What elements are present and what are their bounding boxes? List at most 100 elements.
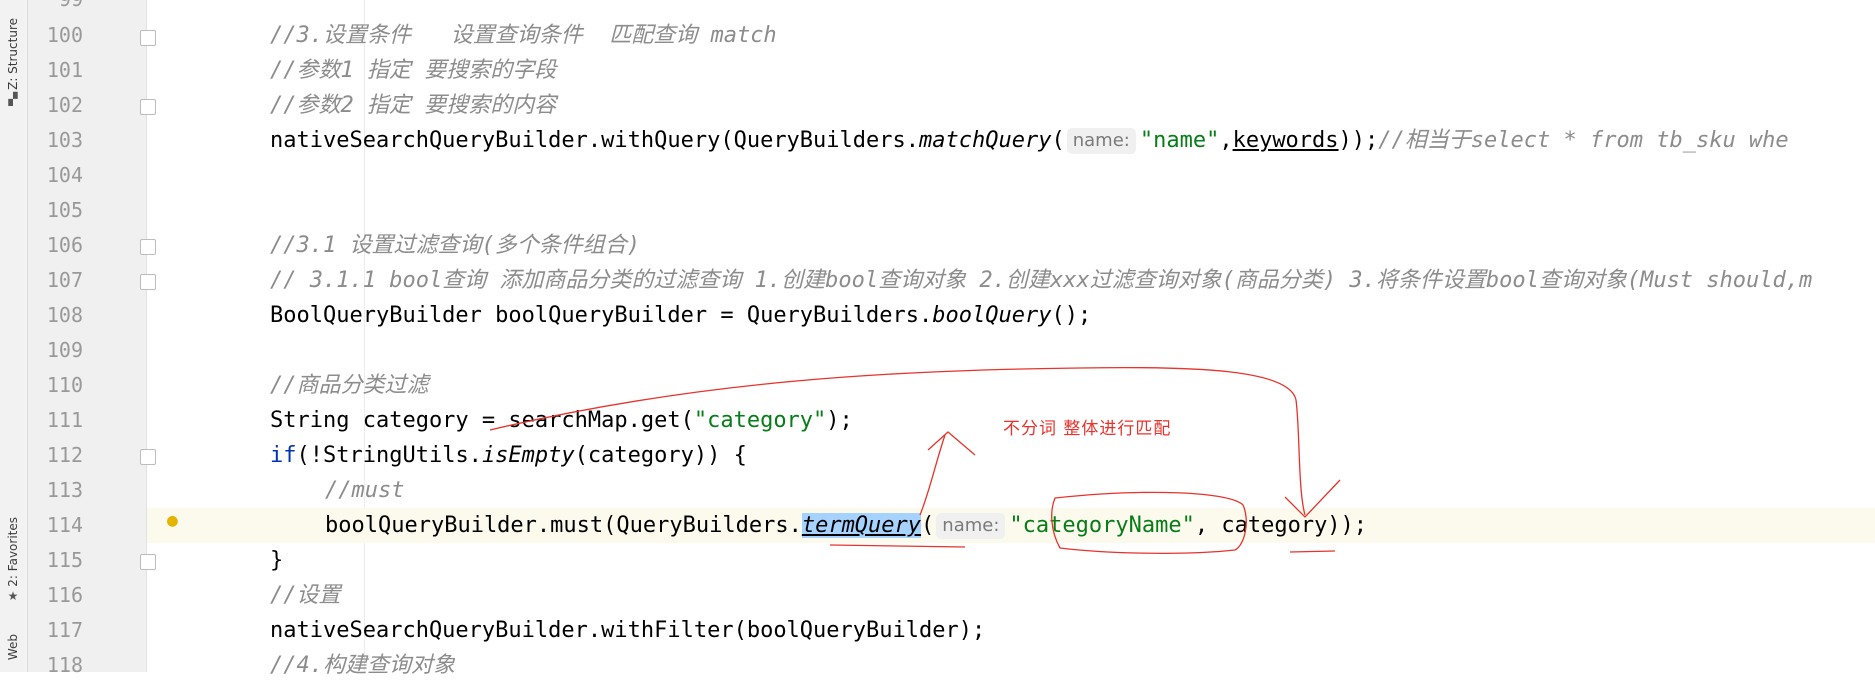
code-line[interactable]: 102 //参数2 指定 要搜索的内容 [47,88,1875,123]
code-line[interactable]: 110 //商品分类过滤 [47,368,1875,403]
line-number: 107 [46,268,83,292]
code-comment: //must [325,478,405,503]
fold-marker[interactable] [140,30,156,46]
lightbulb-icon[interactable]: ● [167,510,178,531]
line-number: 104 [46,163,83,187]
fold-marker[interactable] [140,554,156,570]
code-comment: //参数2 指定 要搜索的内容 [270,93,557,118]
structure-tab[interactable]: Z: Structure ▞ [2,12,24,112]
line-number: 106 [46,233,83,257]
code-comment: //参数1 指定 要搜索的字段 [270,58,557,83]
code-statement: BoolQueryBuilder boolQueryBuilder = Quer… [270,298,1091,333]
annotation-arrowhead-up [927,431,976,456]
line-number: 110 [46,373,83,397]
code-line[interactable]: 107 // 3.1.1 bool查询 添加商品分类的过滤查询 1.创建bool… [47,263,1875,298]
line-number: 114 [46,513,83,537]
fold-marker[interactable] [140,99,156,115]
code-text: String category = searchMap.get( [270,408,694,433]
line-number-gutter [28,0,147,672]
string-literal: "categoryName" [1009,513,1195,538]
annotation-underline [829,544,966,548]
fold-marker[interactable] [140,449,156,465]
code-text: nativeSearchQueryBuilder.withQuery(Query… [270,128,920,153]
code-line[interactable]: 108 BoolQueryBuilder boolQueryBuilder = … [47,298,1875,333]
code-text: )); [1338,128,1379,153]
line-number: 117 [46,618,83,642]
code-comment: //相当于select * from tb_sku whe [1378,128,1789,153]
line-number: 103 [46,128,83,152]
parameter-hint: name: [1066,128,1136,154]
left-tool-sidebar: Z: Structure ▞ 2: Favorites ★ Web [0,0,28,672]
line-number: 108 [46,303,83,327]
method-name: matchQuery [919,128,1052,153]
code-line[interactable]: 112 if(!StringUtils.isEmpty(category)) { [47,438,1875,473]
code-text: (); [1051,303,1092,328]
code-text: boolQueryBuilder.must(QueryBuilders. [325,513,802,538]
line-number: 105 [46,198,83,222]
fold-marker[interactable] [140,239,156,255]
code-line[interactable]: 103 nativeSearchQueryBuilder.withQuery(Q… [47,123,1875,158]
code-text: BoolQueryBuilder boolQueryBuilder = Quer… [270,303,933,328]
code-line[interactable]: 111 String category = searchMap.get("cat… [47,403,1875,438]
code-line[interactable]: 115 } [47,543,1875,578]
annotation-arrow-up [919,434,946,516]
code-statement: if(!StringUtils.isEmpty(category)) { [270,438,747,473]
method-name: boolQuery [932,303,1052,328]
code-line[interactable]: 104 [47,158,1875,193]
code-text: , [1219,128,1233,153]
code-statement: String category = searchMap.get("categor… [270,403,853,438]
annotation-curve-arrow [489,366,1306,516]
line-number: 102 [46,93,83,117]
method-name: isEmpty [481,443,575,468]
string-literal: "name" [1139,128,1220,153]
line-number: 99 [28,0,83,17]
selected-method-name[interactable]: termQuery [801,513,922,538]
line-number: 100 [46,23,83,47]
code-statement: boolQueryBuilder.must(QueryBuilders.term… [325,508,1367,543]
code-line[interactable]: 106 //3.1 设置过滤查询(多个条件组合) [47,228,1875,263]
code-comment: //3.1 设置过滤查询(多个条件组合) [270,233,640,258]
code-comment: //商品分类过滤 [270,373,429,398]
code-text: ( [1051,128,1065,153]
code-statement: nativeSearchQueryBuilder.withQuery(Query… [270,123,1789,158]
code-line[interactable]: 117 nativeSearchQueryBuilder.withFilter(… [47,613,1875,648]
code-text: nativeSearchQueryBuilder.withFilter(bool… [270,618,986,643]
code-line[interactable]: 113 //must [47,473,1875,508]
code-line[interactable]: 100 //3.设置条件 设置查询条件 匹配查询 match [47,18,1875,53]
code-text: ( [921,513,935,538]
code-text: ); [826,408,853,433]
line-number: 116 [46,583,83,607]
line-number: 109 [46,338,83,362]
code-comment: //3.设置条件 设置查询条件 匹配查询 match [270,23,777,48]
string-literal: "category" [693,408,827,433]
structure-icon: ▞ [8,92,18,107]
code-line[interactable]: 116 //设置 [47,578,1875,613]
line-number: 101 [46,58,83,82]
annotation-box [1051,491,1247,554]
parameter-hint: name: [936,513,1006,539]
annotation-underline [1289,550,1336,553]
code-line[interactable]: 101 //参数1 指定 要搜索的字段 [47,53,1875,88]
code-line[interactable]: 109 [47,333,1875,368]
favorites-tab[interactable]: 2: Favorites ★ [2,510,24,610]
code-comment: //设置 [270,583,341,608]
line-number: 113 [46,478,83,502]
line-number: 111 [46,408,83,432]
star-icon: ★ [7,589,19,604]
keyword: if [270,443,297,468]
code-line-current[interactable]: 114 boolQueryBuilder.must(QueryBuilders.… [47,508,1875,543]
variable-name: keywords [1232,128,1339,153]
line-number: 115 [46,548,83,572]
fold-marker[interactable] [140,274,156,290]
code-text: } [270,548,284,573]
line-number: 112 [46,443,83,467]
indent-guide [364,0,365,672]
code-text: (!StringUtils. [296,443,482,468]
code-line[interactable]: 99 [59,0,1875,17]
code-line[interactable]: 105 [47,193,1875,228]
code-text: (category)) { [574,443,747,468]
annotation-note: 不分词 整体进行匹配 [1003,419,1172,439]
annotation-arrowhead [1284,479,1341,518]
code-comment: // 3.1.1 bool查询 添加商品分类的过滤查询 1.创建bool查询对象… [270,268,1813,293]
